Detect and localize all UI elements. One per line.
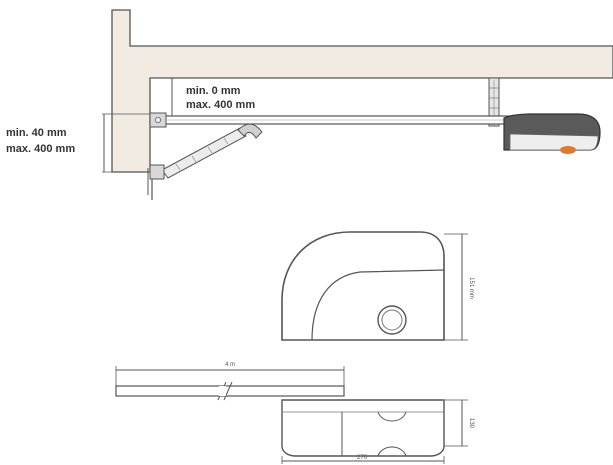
motor-height-label: 151 mm [468,277,474,299]
motor-light-accent [560,146,576,154]
rail-length-dimension: 4 m [115,362,345,386]
rail-length-label: 4 m [225,362,235,368]
installation-view: min. 0 mm max. 400 mm min. 40 mm max. 40… [6,9,613,200]
drive-rail [149,115,511,125]
motor-width-label: 270 [357,455,368,461]
lintel-dimension: min. 40 mm max. 400 mm [6,113,150,173]
motor-depth-label: 130 [468,418,474,429]
motor-top-view: 4 m 130 270 [115,362,474,464]
motor-unit-side [503,113,601,154]
headroom-min-label: min. 0 mm [186,85,241,97]
motor-width-dimension: 270 [281,455,445,464]
motor-height-dimension: 151 mm [444,233,474,341]
headroom-dimension: min. 0 mm max. 400 mm [166,77,255,117]
rail-top-view [115,381,345,401]
motor-housing-top [281,399,445,457]
headroom-max-label: max. 400 mm [186,99,255,111]
door-arm [161,123,263,179]
lintel-max-label: max. 400 mm [6,143,75,155]
lintel-min-label: min. 40 mm [6,127,67,139]
door-bracket [149,164,165,180]
motor-depth-dimension: 130 [444,399,474,447]
motor-side-profile: 151 mm [281,231,474,341]
front-mount-bolt [154,117,161,124]
